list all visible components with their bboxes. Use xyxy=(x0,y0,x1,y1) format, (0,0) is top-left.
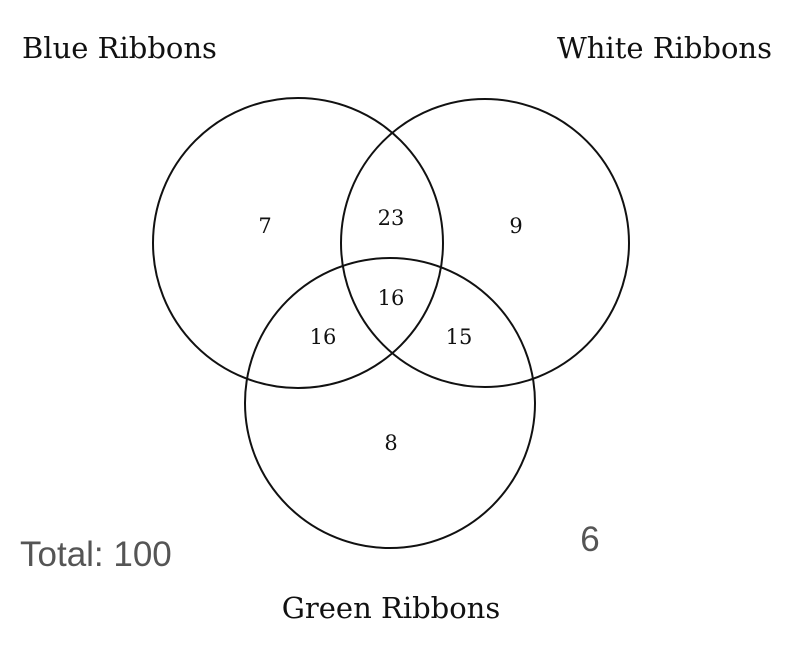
total-label: Total: 100 xyxy=(20,535,172,574)
white-ribbons-circle xyxy=(340,98,630,388)
region-white-green: 15 xyxy=(446,325,473,349)
outside-count: 6 xyxy=(580,520,599,559)
green-ribbons-label: Green Ribbons xyxy=(282,591,501,625)
blue-ribbons-circle xyxy=(152,97,444,389)
region-blue-only: 7 xyxy=(258,214,271,238)
region-green-only: 8 xyxy=(384,431,397,455)
blue-ribbons-label: Blue Ribbons xyxy=(22,31,217,65)
region-blue-green: 16 xyxy=(310,325,337,349)
green-ribbons-circle xyxy=(244,257,536,549)
region-blue-white: 23 xyxy=(378,206,405,230)
region-white-only: 9 xyxy=(509,214,522,238)
region-all-three: 16 xyxy=(378,286,405,310)
white-ribbons-label: White Ribbons xyxy=(557,31,772,65)
